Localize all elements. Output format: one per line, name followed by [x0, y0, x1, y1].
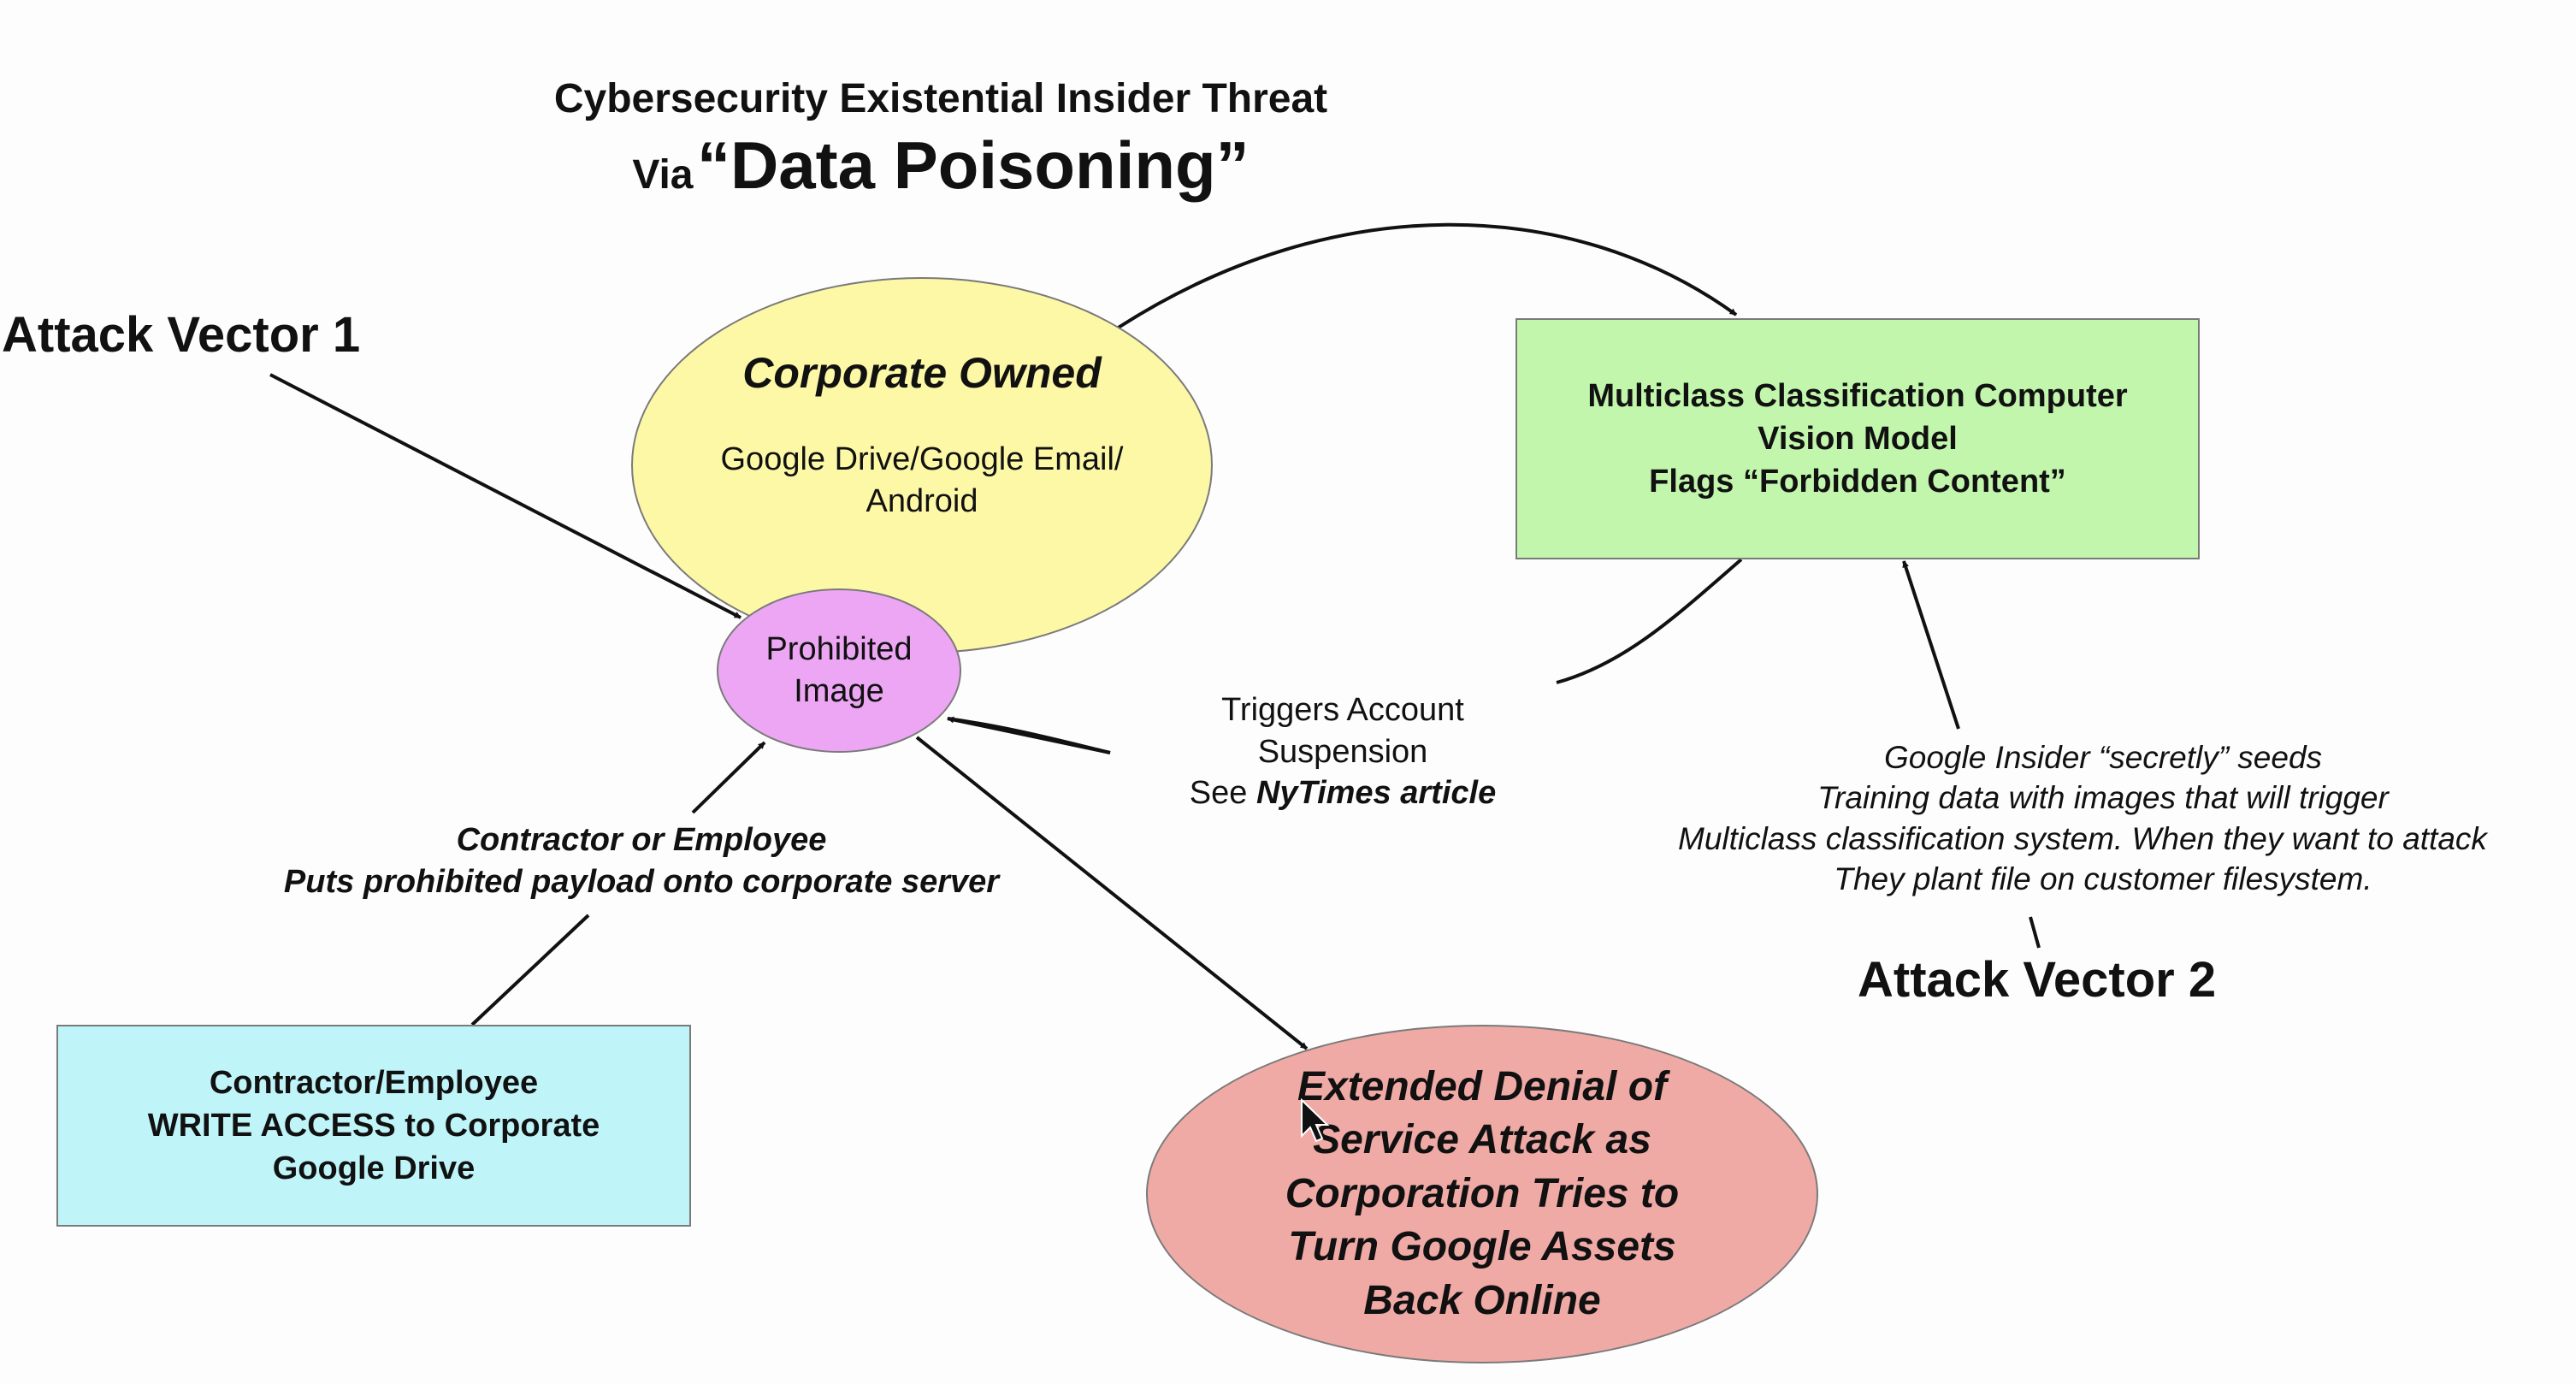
corporate-owned-title: Corporate Owned — [742, 348, 1102, 397]
classifier-line: Multiclass Classification Computer — [1587, 377, 2128, 414]
diagram-subtitle: Via “Data Poisoning” — [479, 127, 1403, 204]
triggers-line: Triggers Account — [1221, 692, 1464, 728]
arrow-insider-to-classifier — [1902, 560, 1960, 730]
triggers-line: Suspension — [1257, 733, 1428, 770]
prohibited-image-line: Prohibited — [765, 630, 913, 667]
dos-line: Corporation Tries to — [1285, 1170, 1680, 1216]
contractor-action-line: Contractor or Employee — [456, 822, 827, 858]
insider-line: Google Insider “secretly” seeds — [1883, 740, 2323, 775]
prohibited-image-node: Prohibited Image — [717, 588, 961, 753]
arrow-av1-to-image — [269, 373, 741, 619]
contractor-action-line: Puts prohibited payload onto corporate s… — [283, 863, 1000, 900]
dos-line: Service Attack as — [1313, 1117, 1651, 1163]
classifier-line: Flags “Forbidden Content” — [1649, 464, 2066, 500]
corporate-owned-line: Google Drive/Google Email/ — [720, 441, 1124, 477]
denial-of-service-node: Extended Denial of Service Attack as Cor… — [1146, 1025, 1818, 1363]
insider-line: Multiclass classification system. When t… — [1678, 820, 2487, 856]
contractor-box-line: WRITE ACCESS to Corporate — [147, 1107, 600, 1144]
contractor-box-line: Google Drive — [272, 1150, 476, 1187]
contractor-write-access-node: Contractor/Employee WRITE ACCESS to Corp… — [56, 1025, 691, 1227]
contractor-action-label: Contractor or Employee Puts prohibited p… — [214, 819, 1069, 902]
triggers-see: See — [1189, 775, 1256, 812]
prohibited-image-line: Image — [794, 673, 884, 709]
arrow-contractor-label-to-image — [691, 741, 766, 814]
classifier-model-node: Multiclass Classification Computer Visio… — [1515, 318, 2200, 559]
insider-line: Training data with images that will trig… — [1817, 780, 2389, 816]
subtitle-data-poisoning: “Data Poisoning” — [696, 127, 1250, 203]
dos-line: Turn Google Assets — [1288, 1224, 1676, 1270]
subtitle-via: Via — [632, 152, 694, 198]
attack-vector-1-heading: Attack Vector 1 — [2, 307, 361, 363]
diagram-title: Cybersecurity Existential Insider Threat — [553, 76, 1328, 121]
attack-vector-2-heading: Attack Vector 2 — [1858, 952, 2217, 1008]
dos-line: Extended Denial of — [1297, 1064, 1668, 1110]
line-box-to-contractor-label — [470, 914, 590, 1026]
corporate-owned-line: Android — [866, 483, 978, 519]
corporate-owned-services: Google Drive/Google Email/ Android — [721, 439, 1124, 523]
nytimes-article-link: NyTimes article — [1256, 775, 1497, 812]
corporate-owned-node: Corporate Owned Google Drive/Google Emai… — [631, 277, 1213, 654]
mouse-pointer-icon — [1301, 1098, 1330, 1143]
triggers-line-article: See NyTimes article — [1137, 772, 1548, 814]
line-av2-to-insider — [2029, 916, 2041, 949]
classifier-line: Vision Model — [1758, 420, 1958, 457]
insider-seeding-label: Google Insider “secretly” seeds Training… — [1630, 737, 2576, 899]
insider-line: They plant file on customer filesystem. — [1834, 861, 2372, 897]
arrow-image-to-dos — [915, 736, 1309, 1050]
arrow-corporate-to-classifier — [1115, 222, 1738, 330]
triggers-suspension-label: Triggers Account Suspension See NyTimes … — [1137, 689, 1548, 814]
contractor-box-line: Contractor/Employee — [209, 1064, 539, 1101]
arrow-triggers-head — [947, 716, 1111, 754]
dos-line: Back Online — [1363, 1277, 1601, 1323]
